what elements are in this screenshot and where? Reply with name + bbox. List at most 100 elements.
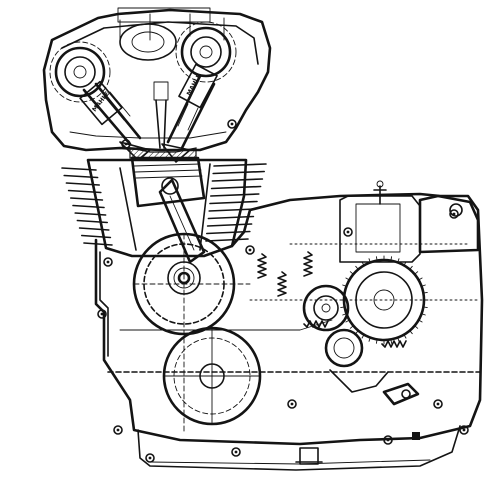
cam-sprocket-top	[119, 23, 177, 61]
bolt-center	[436, 402, 440, 406]
spring	[381, 340, 407, 348]
gear-tooth	[421, 313, 426, 316]
gear-tooth	[361, 334, 365, 339]
bolt	[231, 447, 241, 457]
gear-tooth	[418, 277, 423, 281]
gear-tooth	[414, 271, 419, 275]
bolt	[383, 435, 393, 445]
cooling-fin	[213, 163, 267, 167]
gear-tooth	[368, 337, 371, 342]
gear-tooth	[414, 325, 419, 329]
clutch-gear-teeth	[339, 255, 429, 345]
gear-tooth	[349, 271, 354, 275]
oil-filter-cover	[418, 194, 480, 254]
cooling-fin	[210, 185, 262, 190]
bolt-center	[116, 428, 120, 432]
bolt-center	[230, 122, 234, 126]
gear-tooth	[421, 284, 426, 287]
bolt-center	[386, 438, 390, 442]
spring	[303, 320, 329, 328]
cooling-fin	[81, 234, 112, 239]
cooling-fin	[70, 197, 104, 201]
gear-tooth	[345, 319, 350, 323]
cooling-fin	[205, 238, 249, 242]
cooling-fin	[63, 174, 99, 179]
clutch-springs	[257, 251, 407, 348]
gear-tooth	[418, 319, 423, 323]
cooling-fin	[67, 189, 102, 194]
bolt-center	[124, 142, 128, 146]
cylinder-head	[42, 7, 272, 152]
center-lines	[133, 233, 479, 433]
bolt	[113, 425, 123, 435]
gear-tooth	[355, 265, 359, 270]
bolt-center	[346, 230, 350, 234]
bolt	[97, 309, 107, 319]
camshaft-left	[49, 41, 111, 103]
gear-tooth	[422, 306, 428, 309]
cooling-fin	[78, 227, 110, 231]
gear-tooth	[375, 338, 378, 344]
cooling-fin	[76, 219, 108, 224]
cooling-fin	[72, 204, 105, 209]
bolt	[343, 227, 353, 237]
bolt-center	[452, 212, 456, 216]
bolt	[287, 399, 297, 409]
bolt-center	[148, 456, 152, 460]
gear-tooth	[340, 306, 346, 309]
balancer-gear	[162, 326, 262, 426]
bolt-center	[248, 248, 252, 252]
bolt-center	[234, 450, 238, 454]
gear-tooth	[409, 330, 413, 335]
cooling-fin	[74, 212, 107, 216]
cooling-fin	[208, 208, 256, 212]
bolt-center	[462, 428, 466, 432]
gear-tooth	[345, 277, 350, 281]
cooling-fin	[209, 200, 258, 205]
cooling-fin	[65, 182, 100, 186]
bolt	[227, 119, 237, 129]
bolt	[121, 139, 131, 149]
cooling-fin	[207, 215, 255, 220]
bolt	[449, 209, 459, 219]
bolt-center	[106, 260, 110, 264]
bolt	[459, 425, 469, 435]
shift-drum	[324, 328, 389, 393]
piston	[130, 156, 206, 208]
spring	[257, 253, 267, 279]
cooling-fin	[212, 170, 265, 175]
bolt-center	[290, 402, 294, 406]
gear-tooth	[375, 256, 378, 262]
cooling-fin	[206, 223, 253, 227]
cooling-fin	[211, 178, 264, 182]
spring	[277, 271, 287, 297]
valve-train-right	[161, 63, 218, 163]
transmission-gear-a	[302, 284, 350, 332]
gear-tooth	[397, 337, 400, 342]
fastener-bolts	[97, 119, 469, 463]
camshaft-right	[175, 21, 237, 83]
gear-tooth	[390, 338, 393, 344]
connecting-rod	[158, 178, 206, 264]
gear-tooth	[403, 334, 407, 339]
bolt	[145, 453, 155, 463]
cooling-fin	[83, 242, 113, 246]
cooling-fin	[210, 193, 260, 197]
bolt	[245, 245, 255, 255]
spring	[303, 251, 313, 277]
bolt-center	[100, 312, 104, 316]
gear-tooth	[342, 284, 347, 287]
gear-tooth	[349, 325, 354, 329]
combustion-chamber	[129, 81, 197, 159]
gear-tooth	[342, 313, 347, 316]
bolt	[433, 399, 443, 409]
gear-tooth	[409, 265, 413, 270]
sump-details	[295, 432, 420, 465]
cylinder-block	[86, 158, 248, 258]
gear-tooth	[422, 291, 428, 294]
shift-lever	[382, 382, 420, 406]
bolt	[103, 257, 113, 267]
gear-tooth	[390, 256, 393, 262]
crankcase	[94, 192, 484, 471]
